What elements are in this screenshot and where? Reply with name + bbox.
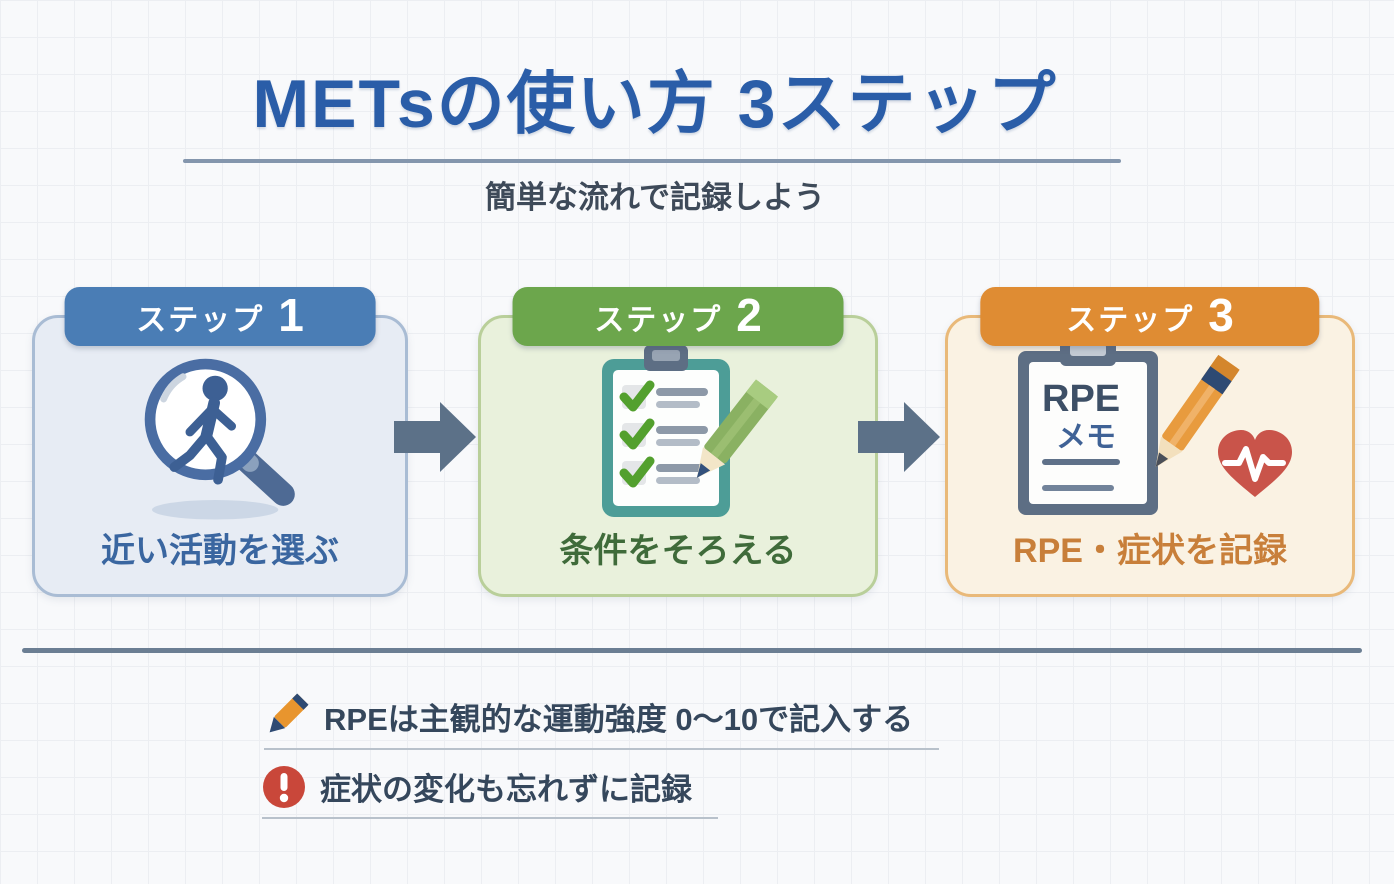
flow-arrow-icon — [858, 402, 940, 477]
note-rpe: RPEは主観的な運動強度 0〜10で記入する — [264, 692, 940, 750]
step-2-badge-number: 2 — [736, 288, 762, 341]
step-2-caption: 条件をそろえる — [559, 532, 797, 570]
title-underline — [183, 159, 1121, 163]
section-divider — [22, 648, 1362, 653]
note-rpe-text: RPEは主観的な運動強度 0〜10で記入する — [324, 701, 914, 737]
alert-icon — [262, 765, 306, 809]
step-1-badge-number: 1 — [278, 288, 304, 341]
step-2-badge: ステップ 2 — [512, 287, 844, 346]
step-2-card: ステップ 2 — [478, 287, 878, 597]
step-3-badge: ステップ 3 — [980, 287, 1320, 346]
clipboard-text-memo: メモ — [1056, 421, 1116, 454]
page-subtitle: 簡単な流れで記録しよう — [484, 180, 826, 215]
note-symptoms: 症状の変化も忘れずに記録 — [262, 764, 718, 819]
step-1-card: ステップ 1 — [32, 287, 408, 597]
step-3-card: ステップ 3 RPE メモ — [945, 287, 1355, 597]
checklist-clipboard-pencil-icon — [602, 345, 779, 517]
memo-clipboard-pencil-heart-icon: RPE メモ — [1018, 338, 1292, 515]
step-3-caption: RPE・症状を記録 — [1013, 532, 1287, 570]
flow-arrow-icon — [394, 402, 476, 477]
step-3-badge-label: ステップ — [1066, 303, 1195, 337]
magnifier-walking-person-icon — [144, 358, 295, 520]
step-1-badge: ステップ 1 — [64, 287, 376, 346]
step-3-badge-number: 3 — [1208, 288, 1234, 341]
pencil-icon — [264, 692, 310, 740]
heart-ecg-icon — [1218, 430, 1292, 497]
step-1-badge-label: ステップ — [136, 303, 265, 337]
note-symptoms-text: 症状の変化も忘れずに記録 — [320, 772, 692, 807]
clipboard-text-rpe: RPE — [1042, 378, 1120, 420]
step-2-badge-label: ステップ — [594, 303, 723, 337]
step-1-caption: 近い活動を選ぶ — [101, 532, 339, 570]
page-title: METsの使い方 3ステップ — [252, 66, 1058, 142]
